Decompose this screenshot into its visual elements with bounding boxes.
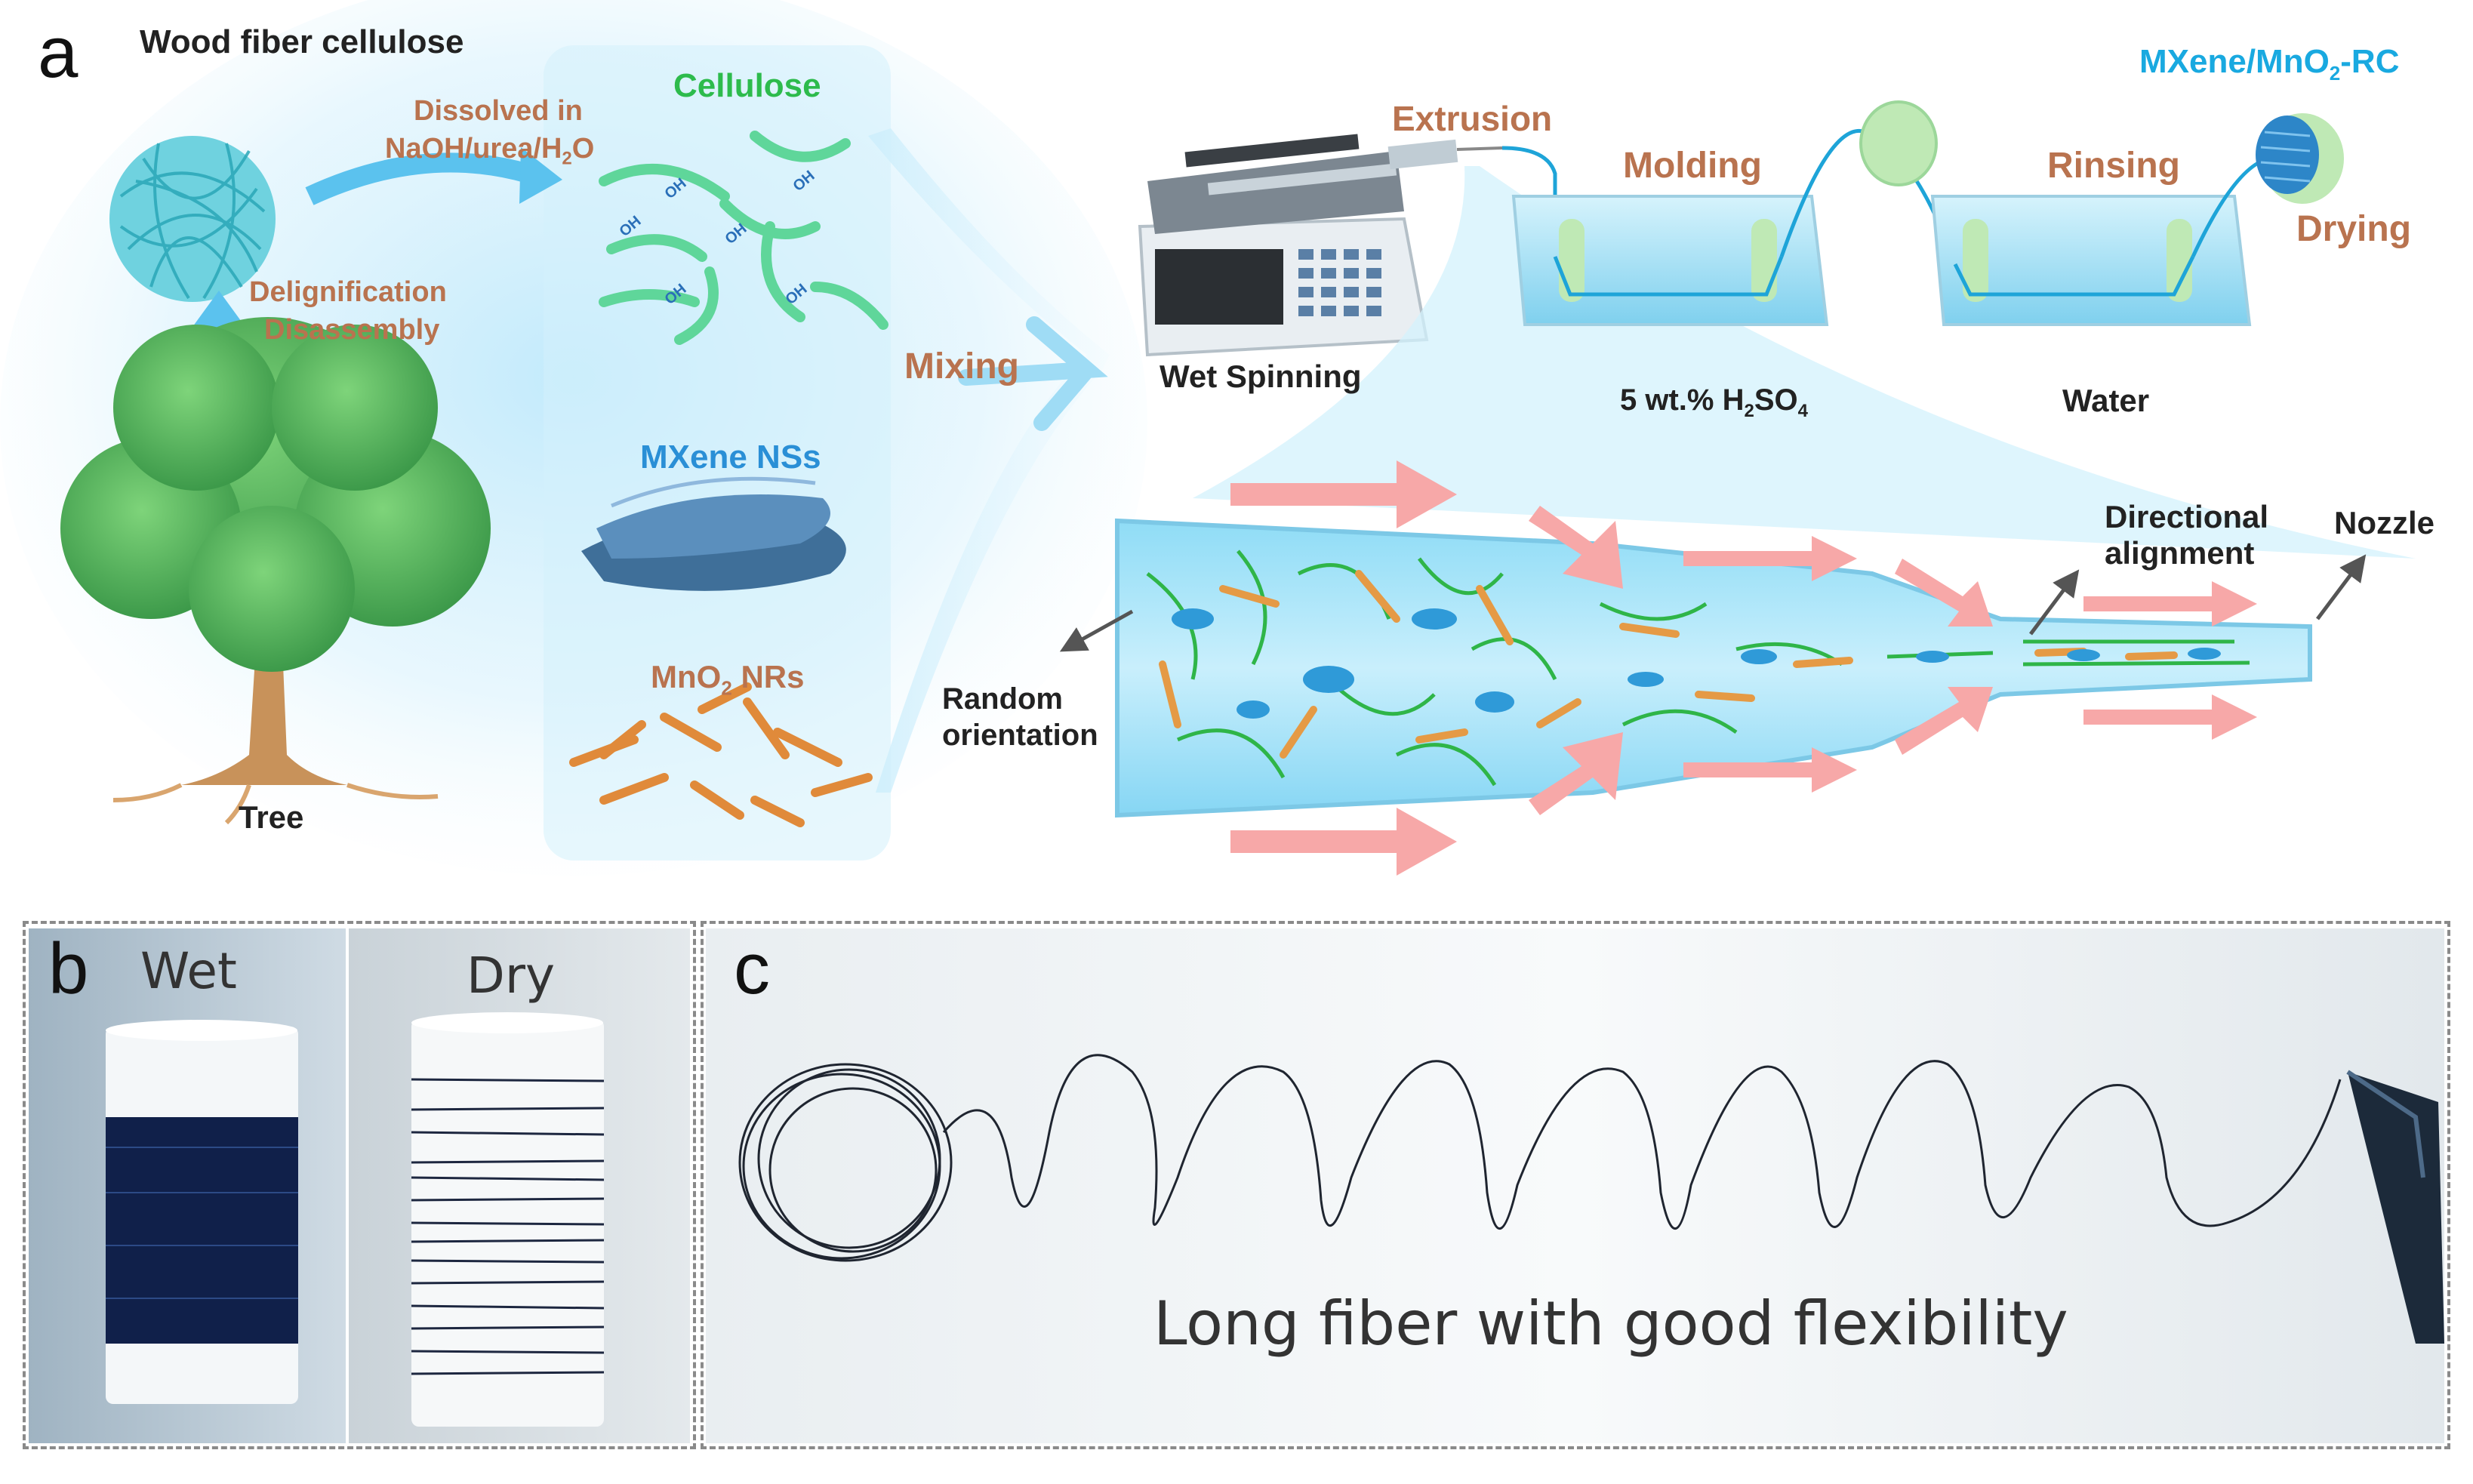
dissolve-arrow-icon bbox=[305, 152, 531, 205]
wet-label: Wet bbox=[140, 942, 237, 1000]
drying-label: Drying bbox=[2296, 209, 2412, 249]
random-nanorods bbox=[1159, 570, 2178, 759]
mno2-sub: 2 bbox=[721, 676, 732, 700]
random-pointer-arrow bbox=[1059, 609, 1134, 652]
dissolved-label-line1: Dissolved in bbox=[414, 95, 583, 127]
mno2-nanorods-icon bbox=[569, 682, 873, 827]
dissolved-tail: O bbox=[571, 133, 595, 165]
dissolved-main: NaOH/urea/H bbox=[385, 133, 562, 165]
panel-b-border bbox=[23, 921, 696, 1449]
dissolved-sub: 2 bbox=[562, 148, 572, 169]
acid-main: 5 wt.% H bbox=[1620, 383, 1745, 417]
tree-icon bbox=[60, 317, 491, 825]
product-main: MXene/MnO bbox=[2139, 43, 2330, 80]
extrusion-label: Extrusion bbox=[1392, 99, 1553, 138]
wood-fiber-label: Wood fiber cellulose bbox=[140, 23, 464, 60]
fiber-spool-icon bbox=[2256, 113, 2344, 204]
feed-line bbox=[1501, 146, 1557, 257]
acid-sub2: 4 bbox=[1797, 401, 1808, 421]
water-bath-label: Water bbox=[2062, 383, 2150, 418]
component-column-bg bbox=[544, 45, 891, 861]
magnify-fan bbox=[1193, 166, 2416, 559]
dry-label: Dry bbox=[467, 947, 556, 1005]
nozzle-pointer-arrow bbox=[2316, 554, 2367, 620]
nozzle-label: Nozzle bbox=[2334, 505, 2435, 540]
dry-spool-icon bbox=[411, 1012, 605, 1427]
product-tail: -RC bbox=[2340, 43, 2400, 80]
directional-label-line1: Directional bbox=[2105, 499, 2269, 534]
wet-spool-icon bbox=[106, 1020, 298, 1404]
flexibility-caption: Long fiber with good flexibility bbox=[1153, 1288, 2068, 1359]
flow-arrows bbox=[1230, 460, 2257, 876]
cellulose-strands bbox=[599, 131, 888, 345]
tweezers-icon bbox=[2346, 1070, 2444, 1344]
random-label-line1: Random bbox=[942, 682, 1063, 716]
rinsing-label: Rinsing bbox=[2047, 146, 2180, 186]
wet-spinning-label: Wet Spinning bbox=[1160, 359, 1362, 394]
roller-icon bbox=[1859, 100, 1938, 186]
cellulose-label: Cellulose bbox=[673, 67, 821, 104]
wood-fiber-ball-icon bbox=[109, 136, 276, 302]
random-mxene-flakes bbox=[1172, 608, 2221, 719]
tree-label: Tree bbox=[239, 799, 304, 835]
product-sub: 2 bbox=[2329, 61, 2341, 85]
dissolve-arrowhead-icon bbox=[519, 147, 562, 204]
acid-mid: SO bbox=[1754, 383, 1798, 417]
panel-c-border bbox=[701, 921, 2450, 1449]
mixing-arrow-icon bbox=[958, 316, 1108, 431]
acid-bath-label: 5 wt.% H2SO4 bbox=[1620, 385, 1808, 420]
disassembly-label: Disassembly bbox=[264, 314, 440, 346]
dissolved-label-line2: NaOH/urea/H2O bbox=[385, 134, 594, 168]
molding-bath-icon bbox=[1511, 195, 1829, 326]
directional-label-line2: alignment bbox=[2105, 535, 2255, 571]
molding-label: Molding bbox=[1623, 146, 1762, 186]
coiled-fiber bbox=[738, 1054, 2342, 1262]
mxene-label: MXene NSs bbox=[640, 439, 821, 476]
rinsing-bath-icon bbox=[1930, 195, 2252, 326]
panel-c-photo bbox=[706, 928, 2444, 1443]
mixing-fan bbox=[868, 128, 1110, 793]
alignment-pointer-arrow bbox=[2029, 569, 2080, 636]
delignification-label: Delignification bbox=[249, 276, 447, 308]
product-label: MXene/MnO2-RC bbox=[2139, 45, 2399, 83]
mno2-tail: NRs bbox=[731, 659, 805, 694]
syringe-pump-icon bbox=[1138, 134, 1503, 357]
panel-c-letter: c bbox=[734, 928, 770, 1009]
random-label-line2: orientation bbox=[942, 719, 1098, 752]
acid-sub: 2 bbox=[1744, 401, 1754, 421]
mno2-main: MnO bbox=[651, 659, 722, 694]
mixing-label: Mixing bbox=[904, 346, 1019, 386]
mno2-label: MnO2 NRs bbox=[651, 659, 805, 700]
mxene-nanosheets-icon bbox=[581, 476, 846, 591]
panel-a-letter: a bbox=[38, 12, 79, 93]
panel-b-letter: b bbox=[48, 928, 89, 1009]
